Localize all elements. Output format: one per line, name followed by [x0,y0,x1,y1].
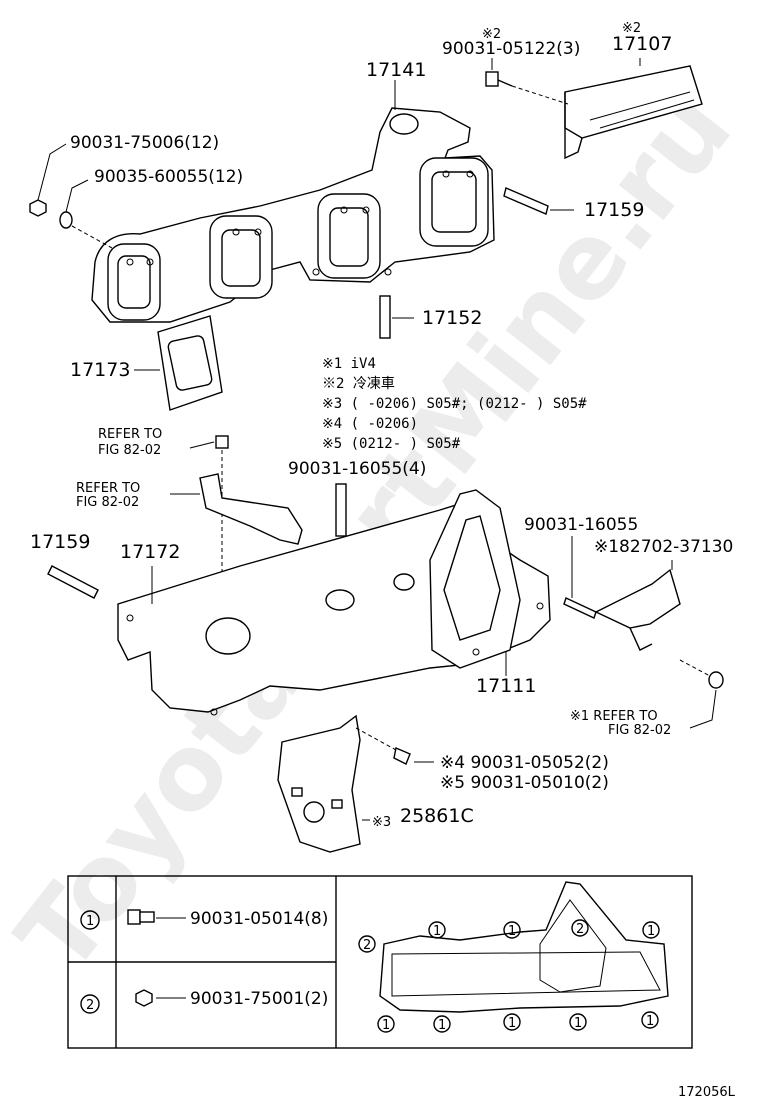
gasket-mark-1: 1 [433,924,441,939]
gasket-mark-2: 1 [508,924,516,939]
exhaust-manifold-17172-drawing [117,489,551,716]
label-25861c[interactable]: 25861C [400,805,474,827]
nut-75001-icon [135,989,186,1007]
gasket-mark-0: 2 [363,938,371,953]
table-row1-num: 1 [86,914,94,929]
label-90031-05122[interactable]: 90031-05122(3) [442,39,580,59]
mark-17107: ※2 [622,21,641,36]
label-17173[interactable]: 17173 [70,359,130,381]
table-row1-part[interactable]: 90031-05014(8) [190,909,328,929]
nut-refer-drawing [679,659,724,729]
gasket-callouts: 2 1 1 1 2 1 1 1 1 1 1 [358,919,660,1033]
stud-17159-left-drawing [47,565,99,599]
gasket-mark-5: 1 [382,1018,390,1033]
label-82702-37130[interactable]: ※182702-37130 [594,537,733,557]
gasket-mark-8: 1 [574,1016,582,1031]
gasket-outline-drawing [379,881,669,1013]
label-90031-05052[interactable]: ※4 90031-05052(2) [440,753,609,773]
label-17159-top[interactable]: 17159 [584,199,644,221]
note-2: ※2 冷凍車 [322,375,395,392]
note-5: ※5 (0212- ) S05# [322,436,461,452]
refer-1-line2: FIG 82-02 [98,443,161,458]
bolt-90031-05122-drawing [485,58,569,105]
label-90035-60055[interactable]: 90035-60055(12) [94,167,243,187]
label-17152[interactable]: 17152 [422,307,482,329]
nut-washer-drawing [29,143,113,249]
refer-1-line1: REFER TO [98,427,162,442]
label-90031-16055[interactable]: 90031-16055 [524,515,638,535]
exhaust-manifold-drawing [91,80,495,323]
gasket-mark-9: 1 [646,1014,654,1029]
label-17111[interactable]: 17111 [476,675,536,697]
table-row2-part[interactable]: 90031-75001(2) [190,989,328,1009]
mark-25861c: ※3 [372,815,391,830]
bracket-82702-drawing [594,560,681,651]
label-90031-16055-4[interactable]: 90031-16055(4) [288,459,426,479]
table-row2-num: 2 [86,998,94,1013]
diagram-code: 172056L [678,1085,736,1100]
note-4: ※4 ( -0206) [322,416,418,432]
label-17141[interactable]: 17141 [366,59,426,81]
mark-90031-05122: ※2 [482,27,501,42]
bolt-05014-icon [127,909,186,925]
refer-2-line2: FIG 82-02 [76,495,139,510]
gasket-mark-6: 1 [438,1018,446,1033]
plate-25861c-drawing [277,714,434,853]
note-1: ※1 iV4 [322,356,376,372]
heat-insulator-drawing [564,58,703,160]
refer-3-line1: ※1 REFER TO [570,709,658,724]
label-17172[interactable]: 17172 [120,541,180,563]
fastener-table: 1 2 90031-05014(8) 90031-75001(2) 2 1 1 [67,875,693,1049]
bracket-drawing [170,435,303,620]
stud-90031-16055-4-drawing [335,483,347,537]
label-17107[interactable]: 17107 [612,33,672,55]
label-17159-left[interactable]: 17159 [30,531,90,553]
stud-17159-top-drawing [503,187,574,215]
refer-3-line2: FIG 82-02 [608,723,671,738]
note-3: ※3 ( -0206) S05#; (0212- ) S05# [322,396,587,412]
refer-2-line1: REFER TO [76,481,140,496]
label-90031-75006[interactable]: 90031-75006(12) [70,133,219,153]
gasket-mark-7: 1 [508,1016,516,1031]
gasket-mark-4: 2 [576,922,584,937]
label-90031-05010[interactable]: ※5 90031-05010(2) [440,773,609,793]
gasket-17173-drawing [134,315,223,411]
footnotes: ※1 iV4 ※2 冷凍車 ※3 ( -0206) S05#; (0212- )… [322,356,587,452]
stud-17152-drawing [379,295,414,339]
bolt-90031-16055-drawing [563,597,597,619]
gasket-mark-3: 1 [647,924,655,939]
